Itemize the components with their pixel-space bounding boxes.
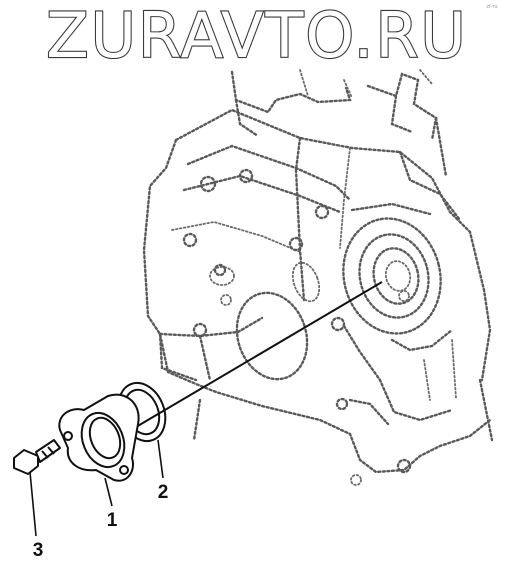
- callout-label-2: 2: [158, 482, 169, 503]
- watermark-text: ZURAVTO.RU: [46, 0, 468, 72]
- leader-line-1: [104, 477, 113, 507]
- leader-line-3: [29, 471, 37, 537]
- corner-mark: zf-ru: [486, 4, 497, 10]
- leader-line-2: [157, 439, 164, 479]
- callout-label-3: 3: [33, 540, 44, 561]
- callout-label-1: 1: [107, 510, 118, 531]
- assembly-axis-line: [113, 281, 383, 441]
- housing-dotted-outline: [142, 69, 494, 486]
- flange-cover: [58, 393, 140, 482]
- bolt: [13, 439, 61, 475]
